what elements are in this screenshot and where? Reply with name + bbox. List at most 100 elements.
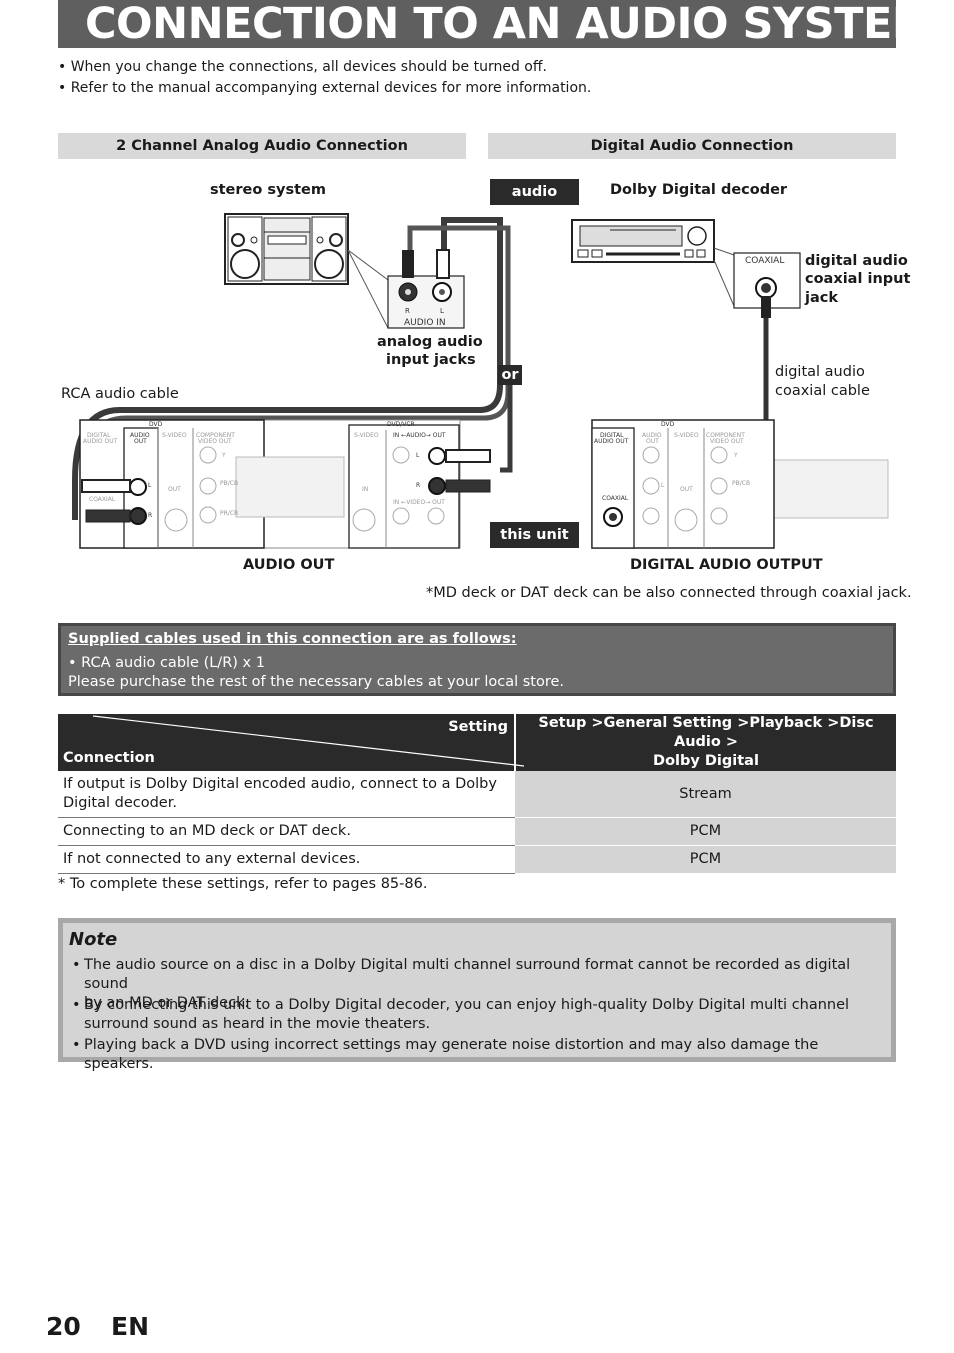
note-item-line: By connecting this unit to a Dolby Digit… xyxy=(84,997,850,1013)
coaxial-cable-label-2: coaxial cable xyxy=(775,383,870,399)
intro-line-1: • When you change the connections, all d… xyxy=(58,59,547,75)
page-number: 20 xyxy=(46,1312,81,1341)
diagonal-line xyxy=(92,715,524,767)
panel-y-label: Y xyxy=(222,452,226,459)
panel-out-label: OUT xyxy=(134,438,147,445)
this-unit-tag: this unit xyxy=(490,522,579,548)
connection-cell: If not connected to any external devices… xyxy=(58,845,515,874)
note-item-line: Playing back a DVD using incorrect setti… xyxy=(84,1037,819,1072)
md-deck-note: *MD deck or DAT deck can be also connect… xyxy=(426,585,912,601)
stereo-system-label: stereo system xyxy=(210,182,326,198)
panel-dvd-label-2: DVD xyxy=(661,421,675,428)
dolby-decoder-icon xyxy=(571,219,715,263)
digital-section-heading: Digital Audio Connection xyxy=(488,133,896,159)
intro-line-2: • Refer to the manual accompanying exter… xyxy=(58,80,592,96)
connection-text-2: Digital decoder. xyxy=(63,794,177,811)
table-row: Connecting to an MD deck or DAT deck. PC… xyxy=(58,817,896,846)
rca-cable-label: RCA audio cable xyxy=(61,386,179,402)
connection-diagram xyxy=(72,213,889,549)
panel-pr-label: PR/CR xyxy=(220,510,239,517)
connection-cell: Connecting to an MD deck or DAT deck. xyxy=(58,817,515,846)
coaxial-jack-label-1: digital audio xyxy=(805,253,908,269)
note-item-line: by an MD or DAT deck. xyxy=(84,995,250,1011)
supplied-cables-box: Supplied cables used in this connection … xyxy=(58,623,896,696)
panel-component-label-4: VIDEO OUT xyxy=(710,438,744,445)
panel-out-label-2: OUT xyxy=(168,486,181,493)
panel-coaxial-label-2: COAXIAL xyxy=(602,495,629,502)
note-item: • By connecting this unit to a Dolby Dig… xyxy=(69,996,879,1034)
audio-in-label: AUDIO IN xyxy=(404,318,446,328)
panel-audio-in-out-label: IN ←AUDIO→ OUT xyxy=(393,432,446,439)
panel-video-in-out-label: IN ←VIDEO→ OUT xyxy=(393,499,445,506)
stereo-system-icon xyxy=(224,213,349,285)
panel-out-label-3: OUT xyxy=(646,438,659,445)
value-cell: PCM xyxy=(515,845,896,874)
panel-component-label: COMPONENT xyxy=(196,432,235,439)
value-cell: PCM xyxy=(515,817,896,846)
this-unit-digital-panel xyxy=(591,419,889,549)
connection-text-1: If output is Dolby Digital encoded audio… xyxy=(63,775,497,792)
panel-l-label-2: L xyxy=(416,452,420,459)
diagonal-header-cell: Setting Connection xyxy=(58,714,524,771)
note-title: Note xyxy=(69,929,118,950)
settings-table: Setting Connection Setup >General Settin… xyxy=(58,714,896,874)
bullet-icon: • xyxy=(72,1037,81,1053)
panel-l-label-3: L xyxy=(661,482,665,489)
coaxial-input-label: COAXIAL xyxy=(745,256,785,266)
audio-in-panel xyxy=(387,275,465,329)
panel-pb-label: PB/CB xyxy=(220,480,239,487)
table-row: If output is Dolby Digital encoded audio… xyxy=(58,771,896,818)
setup-path-header: Setup >General Setting >Playback >Disc A… xyxy=(514,714,896,771)
panel-dvd-vcr-label: DVD/VCR xyxy=(387,421,415,428)
jack-l-label: L xyxy=(440,307,444,315)
panel-r-label-2: R xyxy=(416,482,421,489)
supplied-cables-heading: Supplied cables used in this connection … xyxy=(68,631,517,647)
panel-audio-label: AUDIO xyxy=(130,432,150,439)
panel-s-video-label-3: S-VIDEO xyxy=(674,432,699,439)
audio-out-label: AUDIO OUT xyxy=(243,557,335,573)
panel-digital-label-3: DIGITAL xyxy=(600,432,624,439)
panel-y-label-2: Y xyxy=(734,452,738,459)
note-item: • The audio source on a disc in a Dolby … xyxy=(69,956,879,1013)
digital-audio-output-label: DIGITAL AUDIO OUTPUT xyxy=(630,557,823,573)
panel-l-label: L xyxy=(148,482,152,489)
panel-digital-label-4: AUDIO OUT xyxy=(594,438,629,445)
panel-dvd-label: DVD xyxy=(149,421,163,428)
panel-r-label: R xyxy=(148,512,153,519)
table-row: If not connected to any external devices… xyxy=(58,845,896,874)
header-connection: Connection xyxy=(63,750,155,766)
panel-component-label-3: COMPONENT xyxy=(706,432,745,439)
panel-s-video-label-2: S-VIDEO xyxy=(354,432,379,439)
settings-footnote: * To complete these settings, refer to p… xyxy=(58,876,428,892)
analog-section-heading: 2 Channel Analog Audio Connection xyxy=(58,133,466,159)
table-header-row: Setting Connection Setup >General Settin… xyxy=(58,714,896,771)
connection-cell: If output is Dolby Digital encoded audio… xyxy=(58,771,515,818)
note-item-line: surround sound as heard in the movie the… xyxy=(84,1016,431,1032)
coaxial-jack-label-2: coaxial input xyxy=(805,271,911,287)
coaxial-cable-label-1: digital audio xyxy=(775,364,865,380)
page-language: EN xyxy=(111,1312,150,1341)
panel-digital-label-2: AUDIO OUT xyxy=(83,438,118,445)
bullet-icon: • xyxy=(72,997,81,1013)
jack-r-label: R xyxy=(405,307,410,315)
audio-tag: audio xyxy=(490,179,579,205)
bullet-icon: • xyxy=(72,957,81,973)
coaxial-jack-label-3: jack xyxy=(805,290,838,306)
panel-out-label-4: OUT xyxy=(680,486,693,493)
decoder-label: Dolby Digital decoder xyxy=(610,182,788,198)
panel-component-label-2: VIDEO OUT xyxy=(198,438,232,445)
setup-path-line-2: Dolby Digital xyxy=(653,753,759,769)
panel-in-label: IN xyxy=(362,486,369,493)
panel-pb-label-2: PB/CB xyxy=(732,480,751,487)
panel-s-video-label: S-VIDEO xyxy=(162,432,187,439)
analog-jacks-label-2: input jacks xyxy=(386,352,476,368)
note-item: • Playing back a DVD using incorrect set… xyxy=(69,1036,879,1074)
setup-path-line-1: Setup >General Setting >Playback >Disc A… xyxy=(538,715,874,750)
panel-audio-label-2: AUDIO xyxy=(642,432,662,439)
header-setting: Setting xyxy=(448,719,508,735)
title-bar xyxy=(58,0,896,48)
analog-jacks-label-1: analog audio xyxy=(377,334,483,350)
or-tag: or xyxy=(498,365,522,385)
value-cell: Stream xyxy=(515,771,896,818)
supplied-cables-line-2: Please purchase the rest of the necessar… xyxy=(68,674,565,690)
